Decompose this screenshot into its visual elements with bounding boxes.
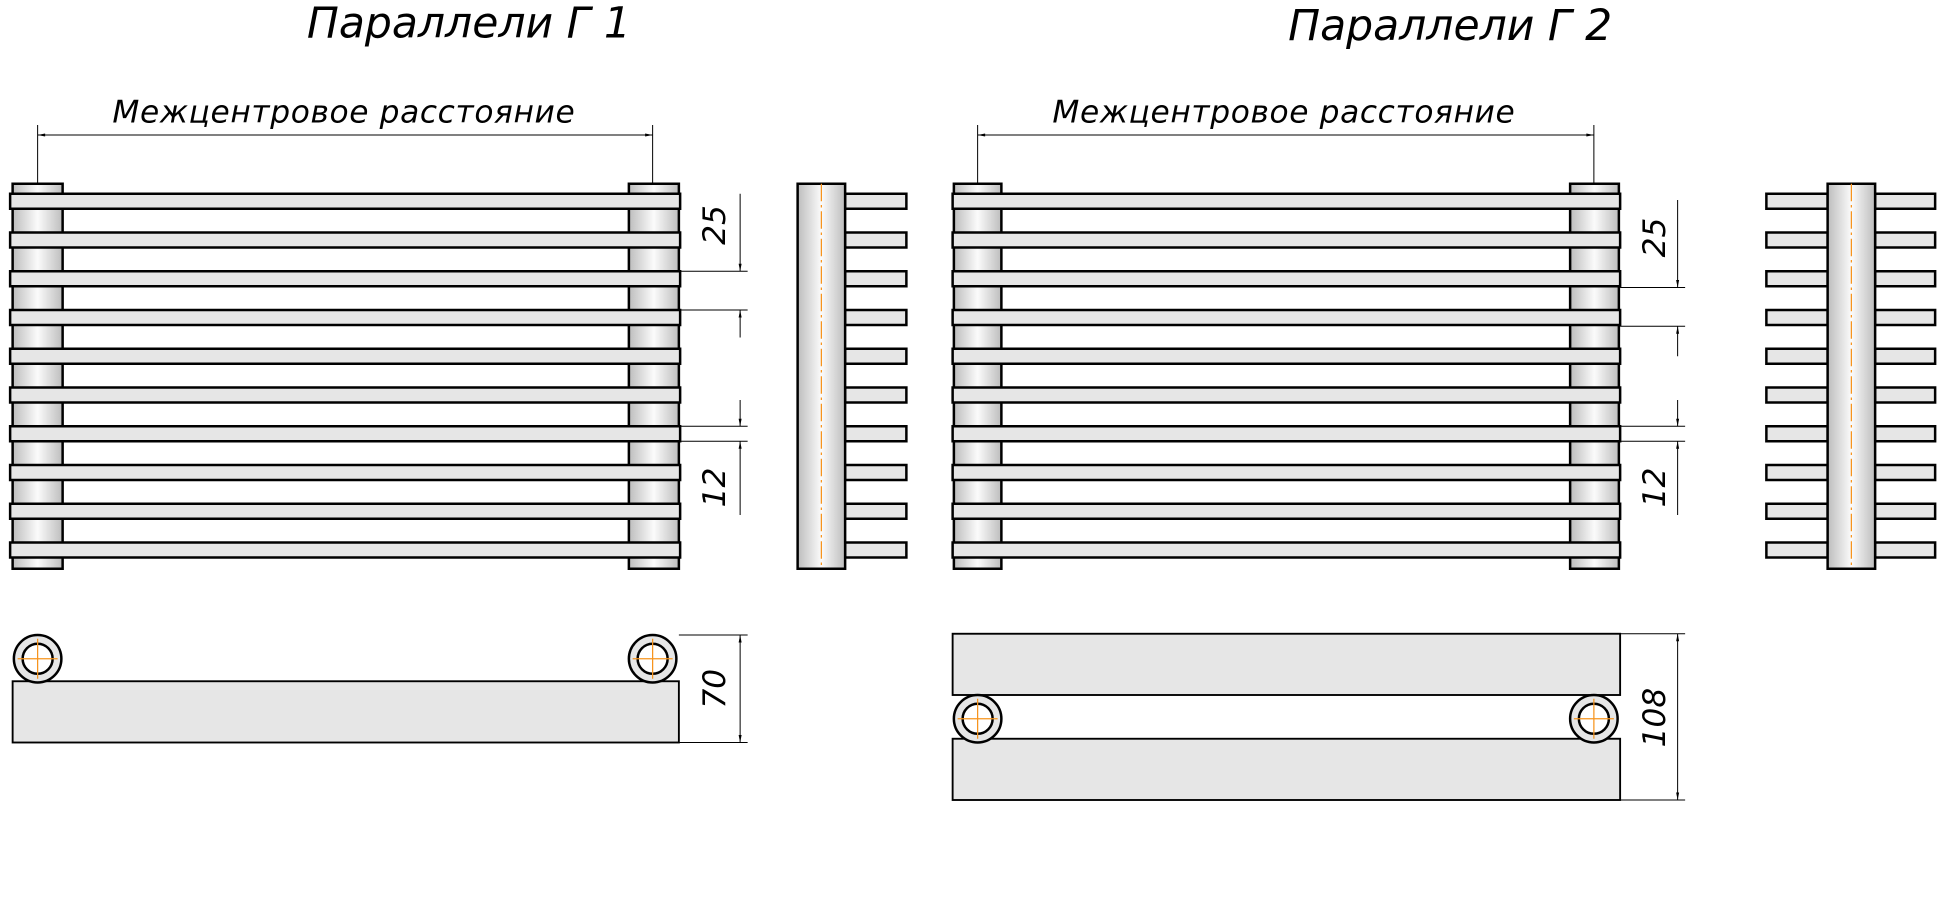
heating-bar (8, 308, 682, 327)
heating-bar (1765, 308, 1829, 327)
model-g1: Параллели Г 1 Межцентровое расстояние 25… (8, 0, 908, 744)
heating-bar (1873, 463, 1937, 482)
heating-bar (843, 192, 908, 210)
heating-bar (1765, 502, 1829, 520)
top-view-g2: 108 (951, 632, 1686, 801)
model-g2: Параллели Г 2 Межцентровое расстояние 25… (951, 2, 1937, 801)
heating-bar (1765, 347, 1829, 365)
heating-bar (1873, 425, 1937, 443)
heating-bar (1765, 541, 1829, 559)
side-view-g1 (796, 182, 908, 570)
pitch-dim-g2: 25 (1637, 218, 1673, 258)
heating-bar (1873, 347, 1937, 365)
pipe-section-icon (952, 693, 1003, 744)
heating-bar (951, 192, 1622, 210)
heating-bar (8, 270, 682, 288)
front-view-g2 (951, 182, 1622, 570)
bar-dimension-g1: 12 (680, 400, 748, 515)
heating-bar (843, 270, 908, 288)
heating-bar (843, 386, 908, 404)
bar-pack-front (951, 632, 1622, 696)
center-distance-dimension-g2 (977, 125, 1595, 184)
heating-bar (1765, 463, 1829, 482)
heating-bar (843, 541, 908, 559)
heating-bar (951, 541, 1622, 559)
heating-bar (951, 425, 1622, 443)
heating-bar (1765, 386, 1829, 404)
front-view-g1 (8, 182, 682, 570)
heating-bar (951, 463, 1622, 482)
heating-bar (1765, 192, 1829, 210)
pitch-dimension-g2: 25 (1620, 200, 1686, 357)
heating-bar (8, 463, 682, 482)
pitch-dim-g1: 25 (697, 205, 733, 245)
bar-dimension-g2: 12 (1620, 400, 1686, 515)
heating-bar (1873, 541, 1937, 559)
heating-bar (8, 347, 682, 365)
heating-bar (951, 231, 1622, 249)
heating-bar (951, 270, 1622, 288)
heating-bar (843, 463, 908, 482)
heating-bar (1873, 192, 1937, 210)
heating-bar (1873, 270, 1937, 288)
heating-bar (1873, 308, 1937, 327)
side-view-g2 (1765, 182, 1937, 570)
depth-dim-g1: 70 (697, 669, 733, 709)
title-g2: Параллели Г 2 (1288, 2, 1612, 51)
heating-bar (843, 425, 908, 443)
heating-bar (8, 425, 682, 443)
title-g1: Параллели Г 1 (307, 0, 631, 49)
heating-bar (8, 386, 682, 404)
heating-bar (951, 502, 1622, 520)
bar-pack (11, 680, 680, 744)
heating-bar (1873, 386, 1937, 404)
top-view-g1: 70 (11, 633, 748, 744)
heating-bar (951, 347, 1622, 365)
heating-bar (1765, 270, 1829, 288)
pipe-section-icon (12, 633, 63, 684)
depth-dim-g2: 108 (1637, 688, 1673, 748)
center-distance-label-g2: Межцентровое расстояние (1052, 95, 1515, 131)
heating-bar (951, 308, 1622, 327)
center-distance-label-g1: Межцентровое расстояние (112, 95, 575, 131)
pipe-section-icon (1568, 693, 1619, 744)
heating-bar (843, 347, 908, 365)
bar-pack-back (951, 737, 1622, 801)
heating-bar (8, 541, 682, 559)
bar-dim-g2: 12 (1637, 468, 1673, 508)
heating-bar (8, 192, 682, 210)
pitch-dimension-g1: 25 (680, 193, 748, 338)
heating-bar (8, 502, 682, 520)
heating-bar (951, 386, 1622, 404)
heating-bar (843, 308, 908, 327)
heating-bar (1765, 425, 1829, 443)
bar-dim-g1: 12 (697, 468, 733, 508)
center-distance-dimension-g1 (37, 125, 654, 184)
heating-bar (8, 231, 682, 249)
heating-bar (1765, 231, 1829, 249)
heating-bar (843, 502, 908, 520)
heating-bar (1873, 502, 1937, 520)
heating-bar (1873, 231, 1937, 249)
pipe-section-icon (627, 633, 678, 684)
heating-bar (843, 231, 908, 249)
